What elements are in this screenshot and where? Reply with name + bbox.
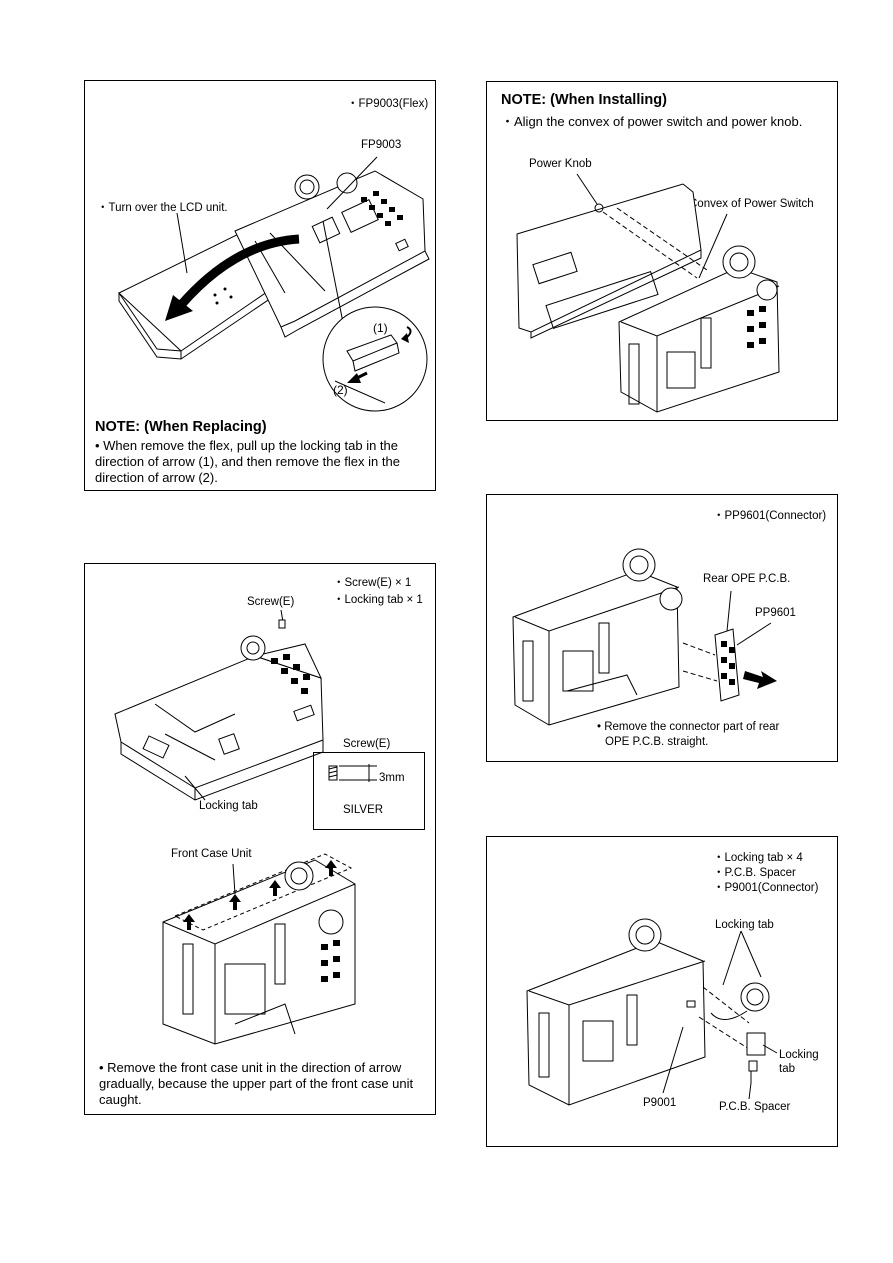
panel3-convex-label: Convex of Power Switch [689,198,814,210]
panel5-p9001-label: P9001 [643,1097,677,1109]
panel2-note-body: • Remove the front case unit in the dire… [99,1060,414,1107]
panel2-tag-screw: ・Screw(E) × 1 [333,577,412,589]
panel4-part-label: PP9601 [755,607,796,619]
screw-spec-box [313,752,425,830]
panel1-arrow2-label: (2) [333,383,348,397]
panel3-note-title: NOTE: (When Installing) [501,92,667,108]
panel5-spacer-label: P.C.B. Spacer [719,1101,791,1113]
panel5-locking-side-label1: Locking [779,1049,819,1061]
camera-top-illustration [114,609,356,1045]
screw-size-icon [328,764,377,782]
panel5-tag-spacer: ・P.C.B. Spacer [713,867,796,879]
panel4-tag: ・PP9601(Connector) [713,510,827,522]
p9001-illustration [526,918,778,1106]
panel-fp9003-flex: ・FP9003(Flex) FP9003 ・Turn over the LCD … [84,80,436,491]
panel2-tag-locking: ・Locking tab × 1 [333,594,423,606]
panel2-screw-label: Screw(E) [247,596,295,608]
panel1-tag: ・FP9003(Flex) [347,98,429,110]
panel4-note-line1: • Remove the connector part of rear [597,721,780,733]
panel4-rear-label: Rear OPE P.C.B. [703,573,791,585]
panel2-screw-box-title: Screw(E) [343,738,391,750]
panel5-tag-locking: ・Locking tab × 4 [713,852,803,864]
panel4-note-line2: OPE P.C.B. straight. [605,736,709,748]
lcd-unit-illustration [118,156,430,412]
panel1-part-label: FP9003 [361,139,402,151]
panel2-locking-label: Locking tab [199,800,258,812]
rear-ope-pcb-illustration [512,548,777,726]
panel2-screw-size: 3mm [379,772,405,784]
panel5-locking-side-label2: tab [779,1063,795,1075]
panel2-screw-color: SILVER [343,804,384,816]
panel1-note-body: • When remove the flex, pull up the lock… [95,438,400,485]
panel-power-knob-install: NOTE: (When Installing) ・Align the conve… [486,81,838,421]
panel3-note-body: ・Align the convex of power switch and po… [501,114,803,129]
panel5-tag-connector: ・P9001(Connector) [713,882,819,894]
panel2-front-case-label: Front Case Unit [171,848,252,860]
panel5-locking-top-label: Locking tab [715,919,774,931]
panel1-note-title: NOTE: (When Replacing) [95,419,267,435]
panel-front-case-removal: ・Screw(E) × 1 ・Locking tab × 1 Screw(E) [84,563,436,1115]
panel1-arrow1-label: (1) [373,321,388,335]
panel-pp9601-connector: ・PP9601(Connector) Rear OPE P.C.B. PP960… [486,494,838,762]
panel1-turn-label: ・Turn over the LCD unit. [97,202,228,214]
power-knob-illustration [516,173,780,413]
panel-p9001-connector: ・Locking tab × 4 ・P.C.B. Spacer ・P9001(C… [486,836,838,1147]
panel3-power-knob-label: Power Knob [529,158,592,170]
